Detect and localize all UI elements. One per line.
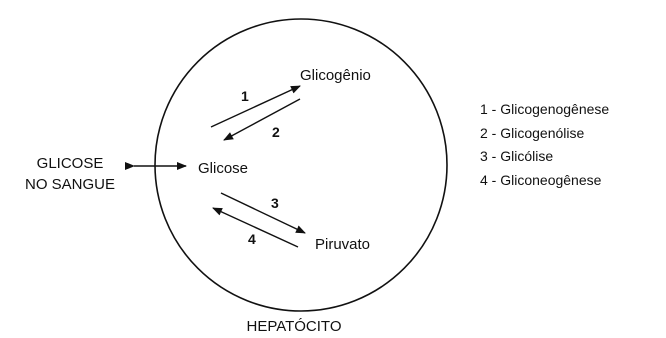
blood-glucose-line1: GLICOSE [37, 155, 104, 172]
node-piruvato: Piruvato [315, 236, 370, 253]
arrow-number-2: 2 [272, 124, 280, 140]
hepatocyte-label: HEPATÓCITO [246, 318, 341, 335]
legend-item-2: 2 - Glicogenólise [480, 125, 584, 141]
node-glicose: Glicose [198, 160, 248, 177]
blood-glucose-line2: NO SANGUE [25, 176, 115, 193]
legend-item-3: 3 - Glicólise [480, 148, 553, 164]
legend-item-1: 1 - Glicogenogênese [480, 101, 609, 117]
arrow-4-gliconeogenese [212, 207, 299, 248]
arrow-number-4: 4 [248, 231, 256, 247]
arrow-2-glicogenolise [223, 98, 301, 141]
node-glicogenio: Glicogênio [300, 67, 371, 84]
arrow-3-glicolise [220, 192, 306, 234]
arrow-number-1: 1 [241, 88, 249, 104]
arrow-1-glicogenogenese [210, 85, 301, 128]
arrow-number-3: 3 [271, 195, 279, 211]
legend-item-4: 4 - Gliconeogênese [480, 172, 602, 188]
